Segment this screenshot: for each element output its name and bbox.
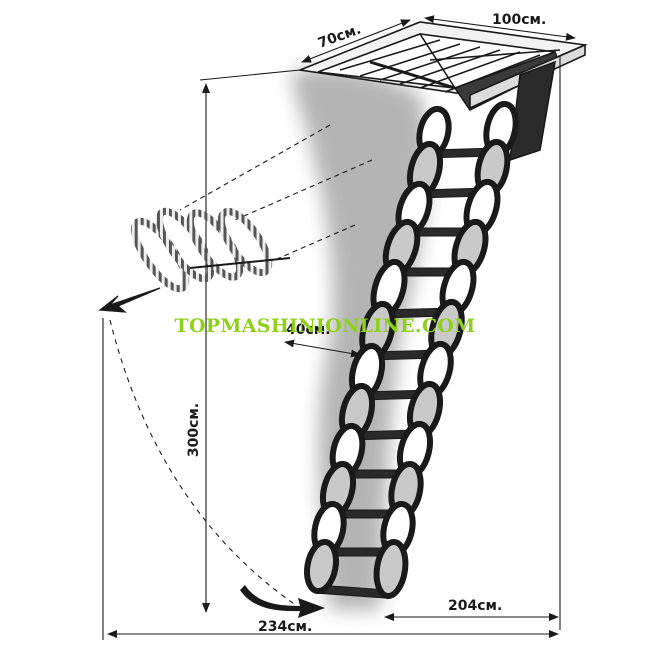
step-width-label: 40см. xyxy=(286,322,331,338)
height-label: 300см. xyxy=(186,403,202,457)
hatch-length-label: 100см. xyxy=(492,12,546,28)
dimension-lines xyxy=(102,15,576,640)
floor-swing-arrow xyxy=(240,585,325,618)
right-rail-link xyxy=(373,538,409,600)
swing-radius-label: 234см. xyxy=(258,619,312,635)
left-rail-link xyxy=(303,538,340,595)
watermark: TOPMASHINIONLINE.COM xyxy=(175,315,476,337)
ladder-shadow xyxy=(290,67,429,611)
folded-ladder xyxy=(98,207,291,313)
extended-ladder xyxy=(303,100,519,600)
footprint-label: 204см. xyxy=(448,598,502,614)
